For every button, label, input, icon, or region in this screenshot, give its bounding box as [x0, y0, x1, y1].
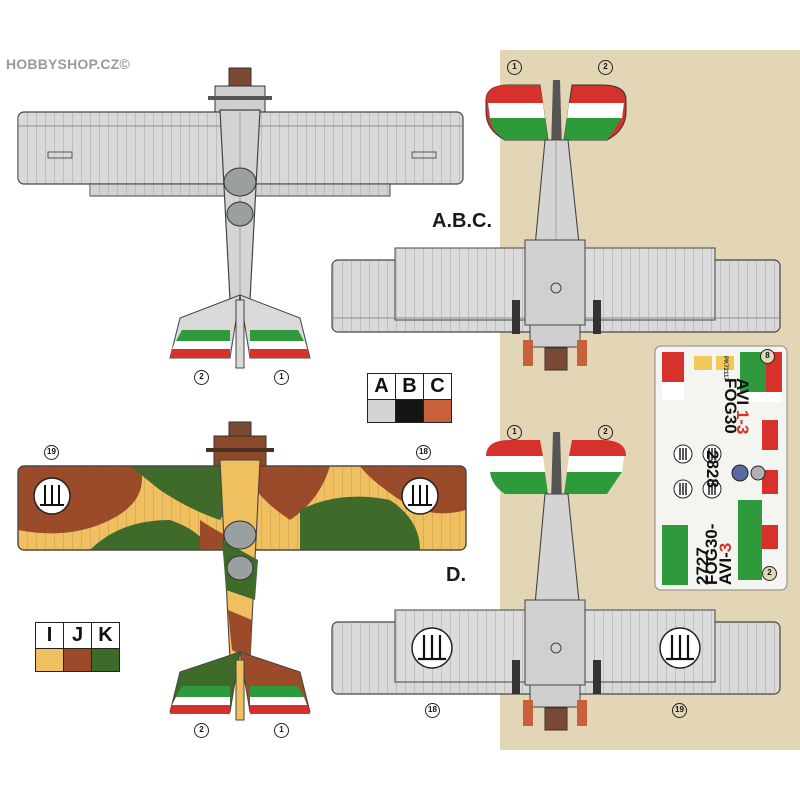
aircraft-under-view-abc	[331, 80, 781, 371]
swatch-color	[64, 649, 91, 671]
decal-serial-2828: 2828	[703, 450, 722, 488]
decal-avi-left-red: 3	[716, 542, 735, 553]
swatch-i: I	[35, 622, 64, 672]
swatch-color	[368, 400, 395, 422]
callout-1: 1	[507, 425, 522, 440]
callout-2: 2	[598, 425, 613, 440]
callout-19: 19	[44, 445, 59, 460]
callout-2: 2	[194, 370, 209, 385]
decal-avi-right-num: 1-3	[733, 409, 752, 435]
swatch-a: A	[367, 373, 396, 423]
decal-avi-left-text: AVI-	[716, 552, 735, 585]
callout-18: 18	[425, 703, 440, 718]
swatch-letter: K	[92, 623, 119, 649]
swatch-color	[92, 649, 119, 671]
scheme-label-abc: A.B.C.	[432, 210, 492, 232]
scheme-label-d: D.	[446, 564, 466, 586]
aircraft-under-view-d	[331, 432, 781, 731]
swatch-letter: A	[368, 374, 395, 400]
callout-19: 19	[672, 703, 687, 718]
decal-sheet-code: PK72117	[722, 356, 728, 381]
decal-sheet	[654, 345, 788, 591]
swatch-letter: J	[64, 623, 91, 649]
callout-1: 1	[274, 723, 289, 738]
swatch-color	[396, 400, 423, 422]
swatch-color	[36, 649, 63, 671]
aircraft-top-view-abc	[17, 67, 464, 369]
aircraft-top-view-d	[17, 421, 467, 721]
swatch-c: C	[423, 373, 452, 423]
callout-1: 1	[274, 370, 289, 385]
swatch-letter: B	[396, 374, 423, 400]
decal-avi-right-text: AVI	[733, 378, 752, 406]
callout-1: 1	[507, 60, 522, 75]
callout-8: 8	[760, 349, 775, 364]
callout-2: 2	[194, 723, 209, 738]
swatch-color	[424, 400, 451, 422]
swatch-b: B	[395, 373, 424, 423]
callout-18: 18	[416, 445, 431, 460]
decal-avi-left: AVI-3	[716, 543, 736, 585]
decal-avi-right: AVI 1-3	[732, 378, 752, 434]
swatch-k: K	[91, 622, 120, 672]
watermark: HOBBYSHOP.CZ©	[6, 56, 130, 72]
swatch-letter: C	[424, 374, 451, 400]
swatch-letter: I	[36, 623, 63, 649]
swatch-j: J	[63, 622, 92, 672]
callout-2: 2	[762, 566, 777, 581]
callout-2: 2	[598, 60, 613, 75]
